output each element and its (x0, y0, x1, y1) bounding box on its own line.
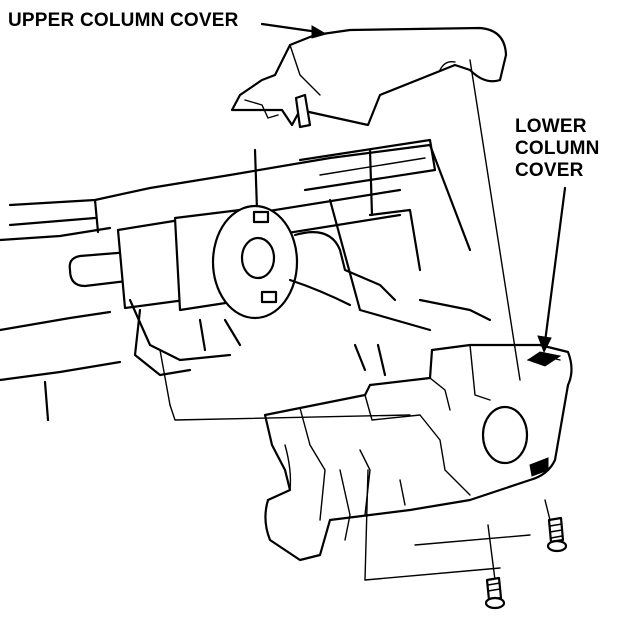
lower-column-cover-label: LOWER COLUMN COVER (515, 116, 600, 182)
assembly-guide-lines (159, 59, 551, 581)
lower-label-line-1: LOWER (515, 116, 587, 137)
dashboard-structure (0, 143, 492, 422)
upper-column-cover (230, 26, 508, 129)
screw-bottom (484, 576, 506, 610)
lower-label-line-3: COVER (515, 160, 584, 181)
steering-column-shaft (68, 138, 437, 288)
upper-column-cover-label: UPPER COLUMN COVER (8, 10, 239, 31)
screw-right (546, 516, 568, 553)
lower-column-cover (263, 343, 573, 562)
lower-label-line-2: COLUMN (515, 138, 600, 159)
leader-arrow-lower (537, 186, 567, 354)
leader-arrow-upper (260, 22, 328, 39)
combination-switch (116, 204, 397, 377)
